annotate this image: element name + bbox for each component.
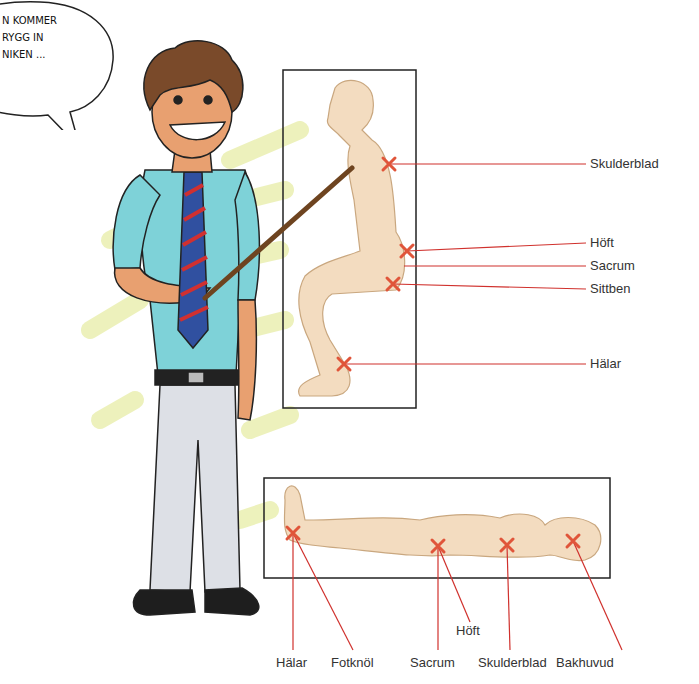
body-part-label: Höft bbox=[590, 235, 614, 251]
sitting-body bbox=[299, 80, 405, 396]
leader-lines bbox=[293, 164, 622, 650]
body-part-label: Hälar bbox=[590, 356, 621, 372]
speech-text: N KOMMER RYGG IN NIKEN ... bbox=[2, 12, 74, 63]
figure-frame bbox=[283, 70, 416, 408]
speech-bubble: N KOMMER RYGG IN NIKEN ... bbox=[0, 0, 120, 130]
body-part-label: Höft bbox=[456, 623, 480, 639]
lying-body bbox=[284, 486, 600, 561]
pointer-stick bbox=[205, 168, 352, 298]
body-part-label: Skulderblad bbox=[590, 156, 659, 172]
figure-frame bbox=[264, 478, 610, 578]
pressure-marks bbox=[287, 158, 579, 552]
body-part-label: Fotknöl bbox=[331, 655, 374, 671]
lecturer bbox=[113, 41, 259, 615]
body-part-label: Bakhuvud bbox=[556, 655, 614, 671]
body-part-label: Sacrum bbox=[590, 258, 635, 274]
body-part-label: Sittben bbox=[590, 281, 630, 297]
body-part-label: Hälar bbox=[276, 655, 307, 671]
body-part-label: Skulderblad bbox=[478, 655, 547, 671]
body-part-label: Sacrum bbox=[410, 655, 455, 671]
